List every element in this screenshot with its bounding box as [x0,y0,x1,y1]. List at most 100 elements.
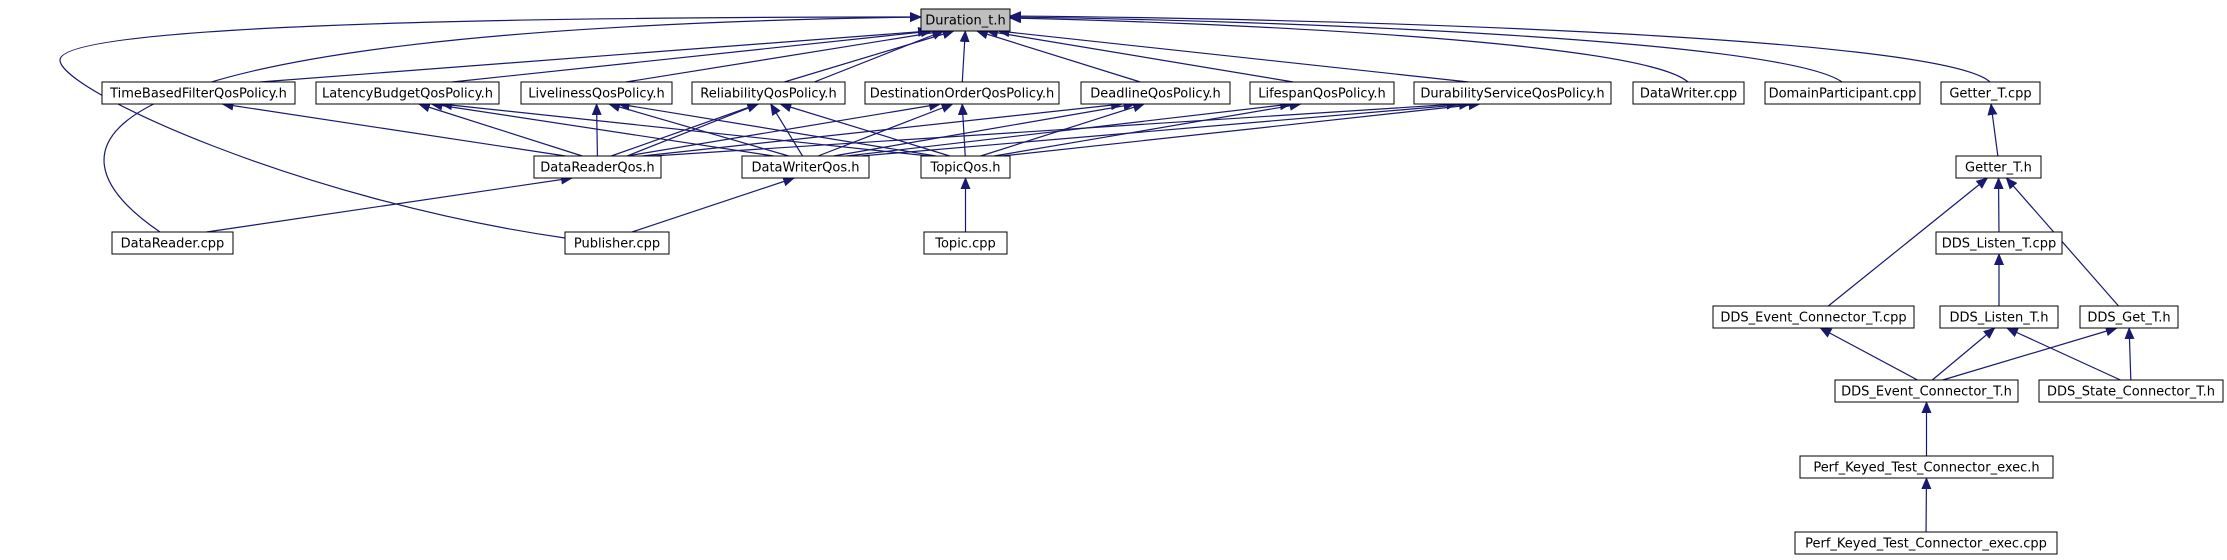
node-box [1799,455,2054,479]
node-label: DDS_Event_Connector_T.h [1841,385,2012,400]
node-box [1764,81,1921,105]
node-box [923,231,1008,255]
node-box [564,231,670,255]
node-label: DDS_Get_T.h [2087,311,2170,326]
edge-data-writer-qos-to-liveliness [608,102,789,157]
node-label: DDS_State_Connector_T.h [2047,385,2215,400]
edge-reliability-to-duration-t-h [784,29,955,83]
node-box [111,231,234,255]
edge-topic-qos-to-latency-budget [439,100,930,157]
edge-time-based-filter-to-duration-t-h [259,26,930,83]
node-box [1794,531,2058,555]
edge-data-reader-qos-to-liveliness [591,103,602,157]
node-data-reader-qos[interactable]: DataReaderQos.h [533,155,662,179]
node-getter-t-cpp[interactable]: Getter_T.cpp [1940,81,2041,105]
node-label: Getter_T.cpp [1949,87,2031,102]
node-box [520,81,673,105]
node-label: DomainParticipant.cpp [1769,87,1917,102]
node-label: Publisher.cpp [574,237,660,252]
edge-data-writer-qos-to-destination-order [817,103,954,157]
edge-latency-budget-to-duration-t-h [452,27,934,83]
edge-topic-qos-to-reliability [779,102,950,157]
node-box [2079,305,2179,329]
node-label: LatencyBudgetQosPolicy.h [322,87,493,102]
node-box [691,81,846,105]
node-label: Perf_Keyed_Test_Connector_exec.cpp [1805,537,2047,552]
edge-data-writer-qos-to-latency-budget [430,100,774,157]
node-label: DataReaderQos.h [540,161,654,176]
node-latency-budget[interactable]: LatencyBudgetQosPolicy.h [315,81,500,105]
node-label: DDS_Listen_T.h [1949,311,2048,326]
node-time-based-filter[interactable]: TimeBasedFilterQosPolicy.h [101,81,296,105]
edge-data-reader-qos-to-durability-service [652,99,1459,157]
node-box [864,81,1060,105]
node-box [315,81,500,105]
node-data-writer-cpp[interactable]: DataWriter.cpp [1632,81,1745,105]
node-lifespan[interactable]: LifespanQosPolicy.h [1249,81,1395,105]
edge-destination-order-to-duration-t-h [959,30,970,83]
node-perf-keyed-exec-h[interactable]: Perf_Keyed_Test_Connector_exec.h [1799,455,2054,479]
node-dds-event-connector-t-cpp[interactable]: DDS_Event_Connector_T.cpp [1712,305,1915,329]
node-box [741,155,870,179]
edge-data-reader-cpp-to-duration-t-h [103,12,922,233]
node-label: LivelinessQosPolicy.h [528,87,664,102]
node-topic-qos[interactable]: TopicQos.h [920,155,1011,179]
node-dds-listen-t-cpp[interactable]: DDS_Listen_T.cpp [1935,231,2063,255]
node-label: DeadlineQosPolicy.h [1090,87,1221,102]
node-label: ReliabilityQosPolicy.h [700,87,836,102]
edge-dds-event-connector-t-h-to-dds-listen-t-h [1931,327,1996,381]
node-label: TopicQos.h [929,161,1000,176]
node-getter-t-h[interactable]: Getter_T.h [1955,155,2042,179]
node-dds-event-connector-t-h[interactable]: DDS_Event_Connector_T.h [1834,379,2019,403]
edge-data-reader-qos-to-destination-order [626,100,942,157]
node-box [1834,379,2019,403]
edge-dds-state-connector-t-h-to-dds-get-t-h [2124,327,2135,381]
node-label: DurabilityServiceQosPolicy.h [1420,87,1604,102]
node-data-reader-cpp[interactable]: DataReader.cpp [111,231,234,255]
node-dds-listen-t-h[interactable]: DDS_Listen_T.h [1939,305,2059,329]
edge-data-reader-qos-to-time-based-filter [221,100,566,157]
node-label: DDS_Listen_T.cpp [1942,237,2056,252]
node-data-writer-qos[interactable]: DataWriterQos.h [741,155,870,179]
node-box [920,8,1011,32]
edge-topic-qos-to-destination-order [957,103,968,157]
node-liveliness[interactable]: LivelinessQosPolicy.h [520,81,673,105]
node-box [1940,81,2041,105]
node-domain-participant-cpp[interactable]: DomainParticipant.cpp [1764,81,1921,105]
node-label: LifespanQosPolicy.h [1258,87,1386,102]
node-label: Topic.cpp [934,237,995,252]
node-label: Perf_Keyed_Test_Connector_exec.h [1813,461,2039,476]
node-label: DestinationOrderQosPolicy.h [870,87,1054,102]
node-box [1632,81,1745,105]
node-box [1935,231,2063,255]
node-topic-cpp[interactable]: Topic.cpp [923,231,1008,255]
edge-data-writer-qos-to-reliability [770,103,804,157]
edge-topic-qos-to-lifespan [993,100,1302,157]
node-box [1413,81,1612,105]
node-box [533,155,662,179]
node-box [1712,305,1915,329]
node-box [101,81,296,105]
node-label: Duration_t.h [925,14,1005,29]
edge-getter-t-h-to-getter-t-cpp [1987,103,1999,157]
edge-data-reader-qos-to-deadline [642,100,1124,157]
edge-dds-event-connector-t-h-to-dds-event-connector-t-cpp [1819,327,1918,381]
node-dds-state-connector-t-h[interactable]: DDS_State_Connector_T.h [2038,379,2224,403]
node-reliability[interactable]: ReliabilityQosPolicy.h [691,81,846,105]
edge-topic-qos-to-deadline [980,102,1146,157]
node-publisher-cpp[interactable]: Publisher.cpp [564,231,670,255]
node-durability-service[interactable]: DurabilityServiceQosPolicy.h [1413,81,1612,105]
node-destination-order[interactable]: DestinationOrderQosPolicy.h [864,81,1060,105]
edge-liveliness-to-duration-t-h [625,27,945,83]
edge-getter-t-cpp-to-duration-t-h [1009,11,1991,83]
node-deadline[interactable]: DeadlineQosPolicy.h [1080,81,1231,105]
node-perf-keyed-exec-cpp[interactable]: Perf_Keyed_Test_Connector_exec.cpp [1794,531,2058,555]
edge-publisher-cpp-to-duration-t-h [59,12,922,239]
edge-dds-state-connector-t-h-to-dds-listen-t-h [2006,327,2121,381]
node-label: DataWriter.cpp [1640,87,1737,102]
node-label: TimeBasedFilterQosPolicy.h [109,87,287,102]
node-label: DataReader.cpp [121,237,225,252]
node-duration-t-h[interactable]: Duration_t.h [920,8,1011,32]
node-dds-get-t-h[interactable]: DDS_Get_T.h [2079,305,2179,329]
